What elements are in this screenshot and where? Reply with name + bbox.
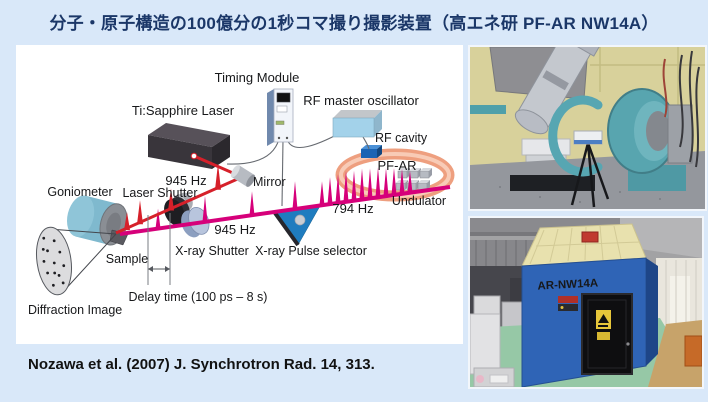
beamline-schematic-panel: Timing Module Ti:Sapphire Laser RF maste… <box>16 45 463 344</box>
xray-shutter-label: X-ray Shutter <box>175 244 249 258</box>
timing-module-device <box>267 88 294 146</box>
citation-text: Nozawa et al. (2007) J. Synchrotron Rad.… <box>28 356 375 373</box>
diffraction-image-plate <box>36 226 72 296</box>
sample-label: Sample <box>106 252 148 266</box>
laser-shutter-label: Laser Shutter <box>122 186 197 200</box>
xray-pulse-selector-label: X-ray Pulse selector <box>255 244 367 258</box>
hutch-name-label: AR-NW14A <box>537 277 598 292</box>
red-cable <box>662 58 668 118</box>
undulator-block <box>419 168 432 179</box>
ti-sapphire-laser-label: Ti:Sapphire Laser <box>132 103 235 118</box>
beamline-schematic: Timing Module Ti:Sapphire Laser RF maste… <box>28 70 455 317</box>
cable-bundle <box>678 50 700 168</box>
nw14a-hutch: AR-NW14A <box>521 223 658 388</box>
hutch-door <box>581 293 633 375</box>
table-base <box>510 175 595 191</box>
camera-tripod <box>570 130 610 208</box>
diffraction-spots <box>41 236 66 287</box>
hutch-warning-signs-left <box>558 296 578 311</box>
photo-hutch-interior-scene <box>470 24 705 209</box>
rf-master-oscillator-label: RF master oscillator <box>303 93 419 108</box>
laser-rate-label: 945 Hz <box>165 173 206 188</box>
door-small-sign <box>597 332 610 340</box>
xray-pulse-train <box>155 167 413 229</box>
photo-hutch-interior <box>468 24 707 211</box>
rf-master-oscillator-device <box>332 110 382 138</box>
xray-beam <box>119 167 451 236</box>
photo-hutch-exterior-scene: AR-NW14A <box>469 218 703 388</box>
mirror-device <box>230 165 256 187</box>
diffraction-cone-line <box>61 233 117 294</box>
foreground-items <box>469 313 515 388</box>
ti-sapphire-laser-device <box>148 123 230 169</box>
xray-rate-label: 945 Hz <box>214 222 255 237</box>
hutch-mesh-lines <box>529 225 641 265</box>
timing-module-label: Timing Module <box>215 70 300 85</box>
hutch-top-sign <box>581 231 599 243</box>
diffraction-image-label: Diffraction Image <box>28 303 122 317</box>
undulator-label: Undulator <box>392 194 446 208</box>
xray-pulse-selector-device <box>273 205 321 247</box>
mirror-label: Mirror <box>253 175 286 189</box>
page-title: 分子・原子構造の100億分の1秒コマ撮り撮影装置（高エネ研 PF-AR NW14… <box>49 14 659 33</box>
diffraction-cone-line <box>48 228 117 235</box>
teal-beam <box>470 105 506 114</box>
orange-cabinet <box>684 335 703 367</box>
laser-exit-port <box>190 152 198 160</box>
table-speckle <box>499 186 661 203</box>
laser-beam <box>115 152 243 235</box>
rf-cavity-label: RF cavity <box>375 131 428 145</box>
detector-assembly <box>548 88 693 191</box>
laser-pulse-train <box>124 163 221 231</box>
pf-ar-label: PF-AR <box>378 158 417 173</box>
delay-time-dimension <box>147 213 171 285</box>
undulator-rate-label: 794 Hz <box>332 201 373 216</box>
undulator-block <box>408 168 421 179</box>
door-handle <box>626 342 630 346</box>
hutch-side <box>646 258 658 366</box>
rf-cavity-device <box>361 145 382 158</box>
photo-hutch-exterior: AR-NW14A <box>468 216 704 389</box>
goniometer-label: Goniometer <box>47 185 112 199</box>
delay-time-label: Delay time (100 ps – 8 s) <box>129 290 268 304</box>
